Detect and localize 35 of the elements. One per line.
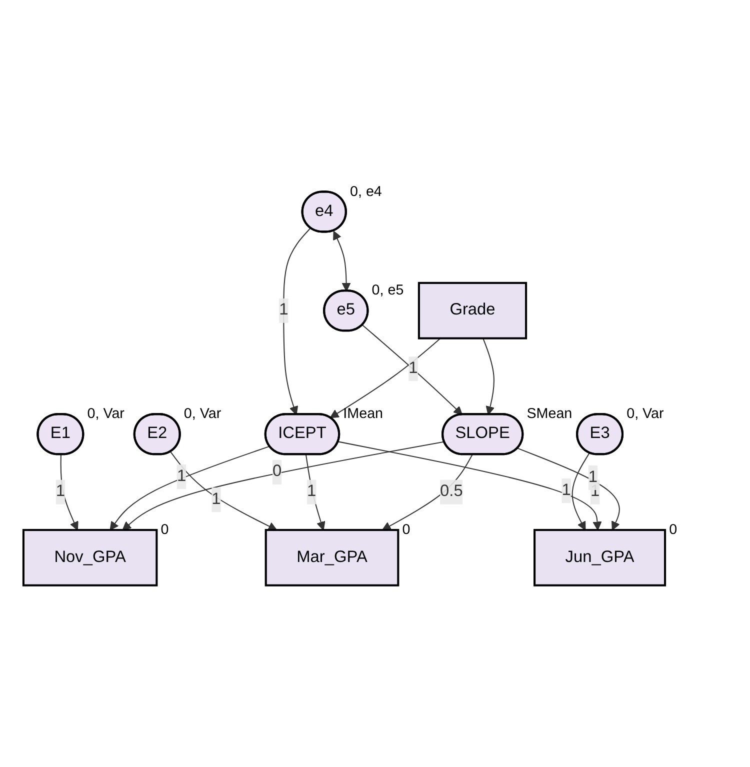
parameter-label: 0, Var bbox=[87, 406, 124, 422]
edge-label: 1 bbox=[212, 490, 221, 508]
node-box: Jun_GPA bbox=[534, 529, 666, 586]
edge-label: 0.5 bbox=[440, 482, 463, 500]
parameter-label: 0 bbox=[669, 522, 678, 538]
arrow bbox=[330, 338, 441, 418]
node-box: Nov_GPA bbox=[22, 529, 158, 586]
arrow bbox=[482, 338, 495, 416]
parameter-label: 0, e5 bbox=[372, 282, 404, 299]
node-box: Grade bbox=[418, 282, 528, 340]
parameter-label: 0, Var bbox=[626, 406, 664, 422]
arrow bbox=[305, 454, 326, 530]
arrow bbox=[333, 230, 351, 292]
parameter-label: SMean bbox=[526, 406, 572, 422]
arrow bbox=[362, 324, 463, 416]
parameter-label: 0 bbox=[160, 522, 169, 538]
node-box: Mar_GPA bbox=[264, 529, 400, 586]
parameter-label: IMean bbox=[343, 406, 384, 422]
edge-label: 1 bbox=[176, 468, 186, 486]
edge-label: 1 bbox=[408, 360, 418, 378]
parameter-label: 0 bbox=[402, 522, 410, 538]
arrow bbox=[382, 454, 473, 530]
arrow bbox=[122, 441, 444, 530]
edge-label: 1 bbox=[562, 482, 571, 500]
edge-label: 1 bbox=[307, 482, 316, 500]
arrow bbox=[110, 446, 270, 530]
arrow bbox=[170, 452, 278, 530]
parameter-label: 0, e4 bbox=[350, 184, 382, 200]
edge-label: 1 bbox=[279, 301, 288, 319]
arrow bbox=[338, 441, 602, 530]
arrow bbox=[518, 448, 620, 530]
edge-label: 1 bbox=[56, 482, 65, 500]
arrow bbox=[572, 452, 590, 530]
edge-label: 0 bbox=[272, 463, 282, 480]
parameter-label: 0, Var bbox=[184, 406, 222, 422]
